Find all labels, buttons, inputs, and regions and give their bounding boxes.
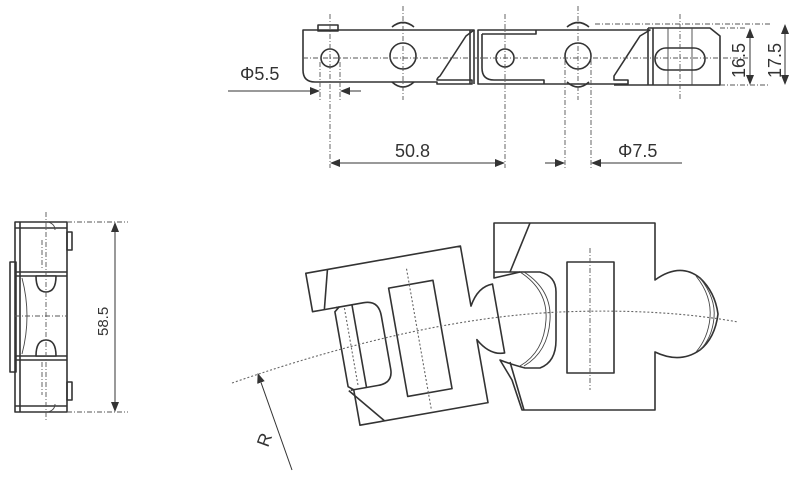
dim-inner-height: 16.5 xyxy=(729,43,749,78)
dim-roller-diameter: Φ7.5 xyxy=(618,141,657,161)
side-view: Φ5.5 50.8 Φ7.5 16.5 17.5 xyxy=(228,6,789,168)
left-link xyxy=(304,245,506,426)
pitch-arc xyxy=(231,310,739,384)
flexed-top-view: R xyxy=(231,222,739,471)
tab-1 xyxy=(317,24,339,32)
link-plate-1 xyxy=(302,29,475,85)
left-link-window xyxy=(387,279,453,398)
link-plate-2 xyxy=(477,29,651,85)
dim-bend-radius: R xyxy=(253,430,276,449)
dim-pin-hole-diameter: Φ5.5 xyxy=(240,64,279,84)
dim-width: 58.5 xyxy=(95,307,112,336)
right-link xyxy=(493,222,719,411)
end-plate xyxy=(614,27,721,86)
end-outline xyxy=(14,221,68,413)
end-view: 58.5 xyxy=(9,212,128,420)
right-link-window xyxy=(566,261,615,374)
dim-outer-height: 17.5 xyxy=(765,43,785,78)
dim-pitch: 50.8 xyxy=(395,141,430,161)
